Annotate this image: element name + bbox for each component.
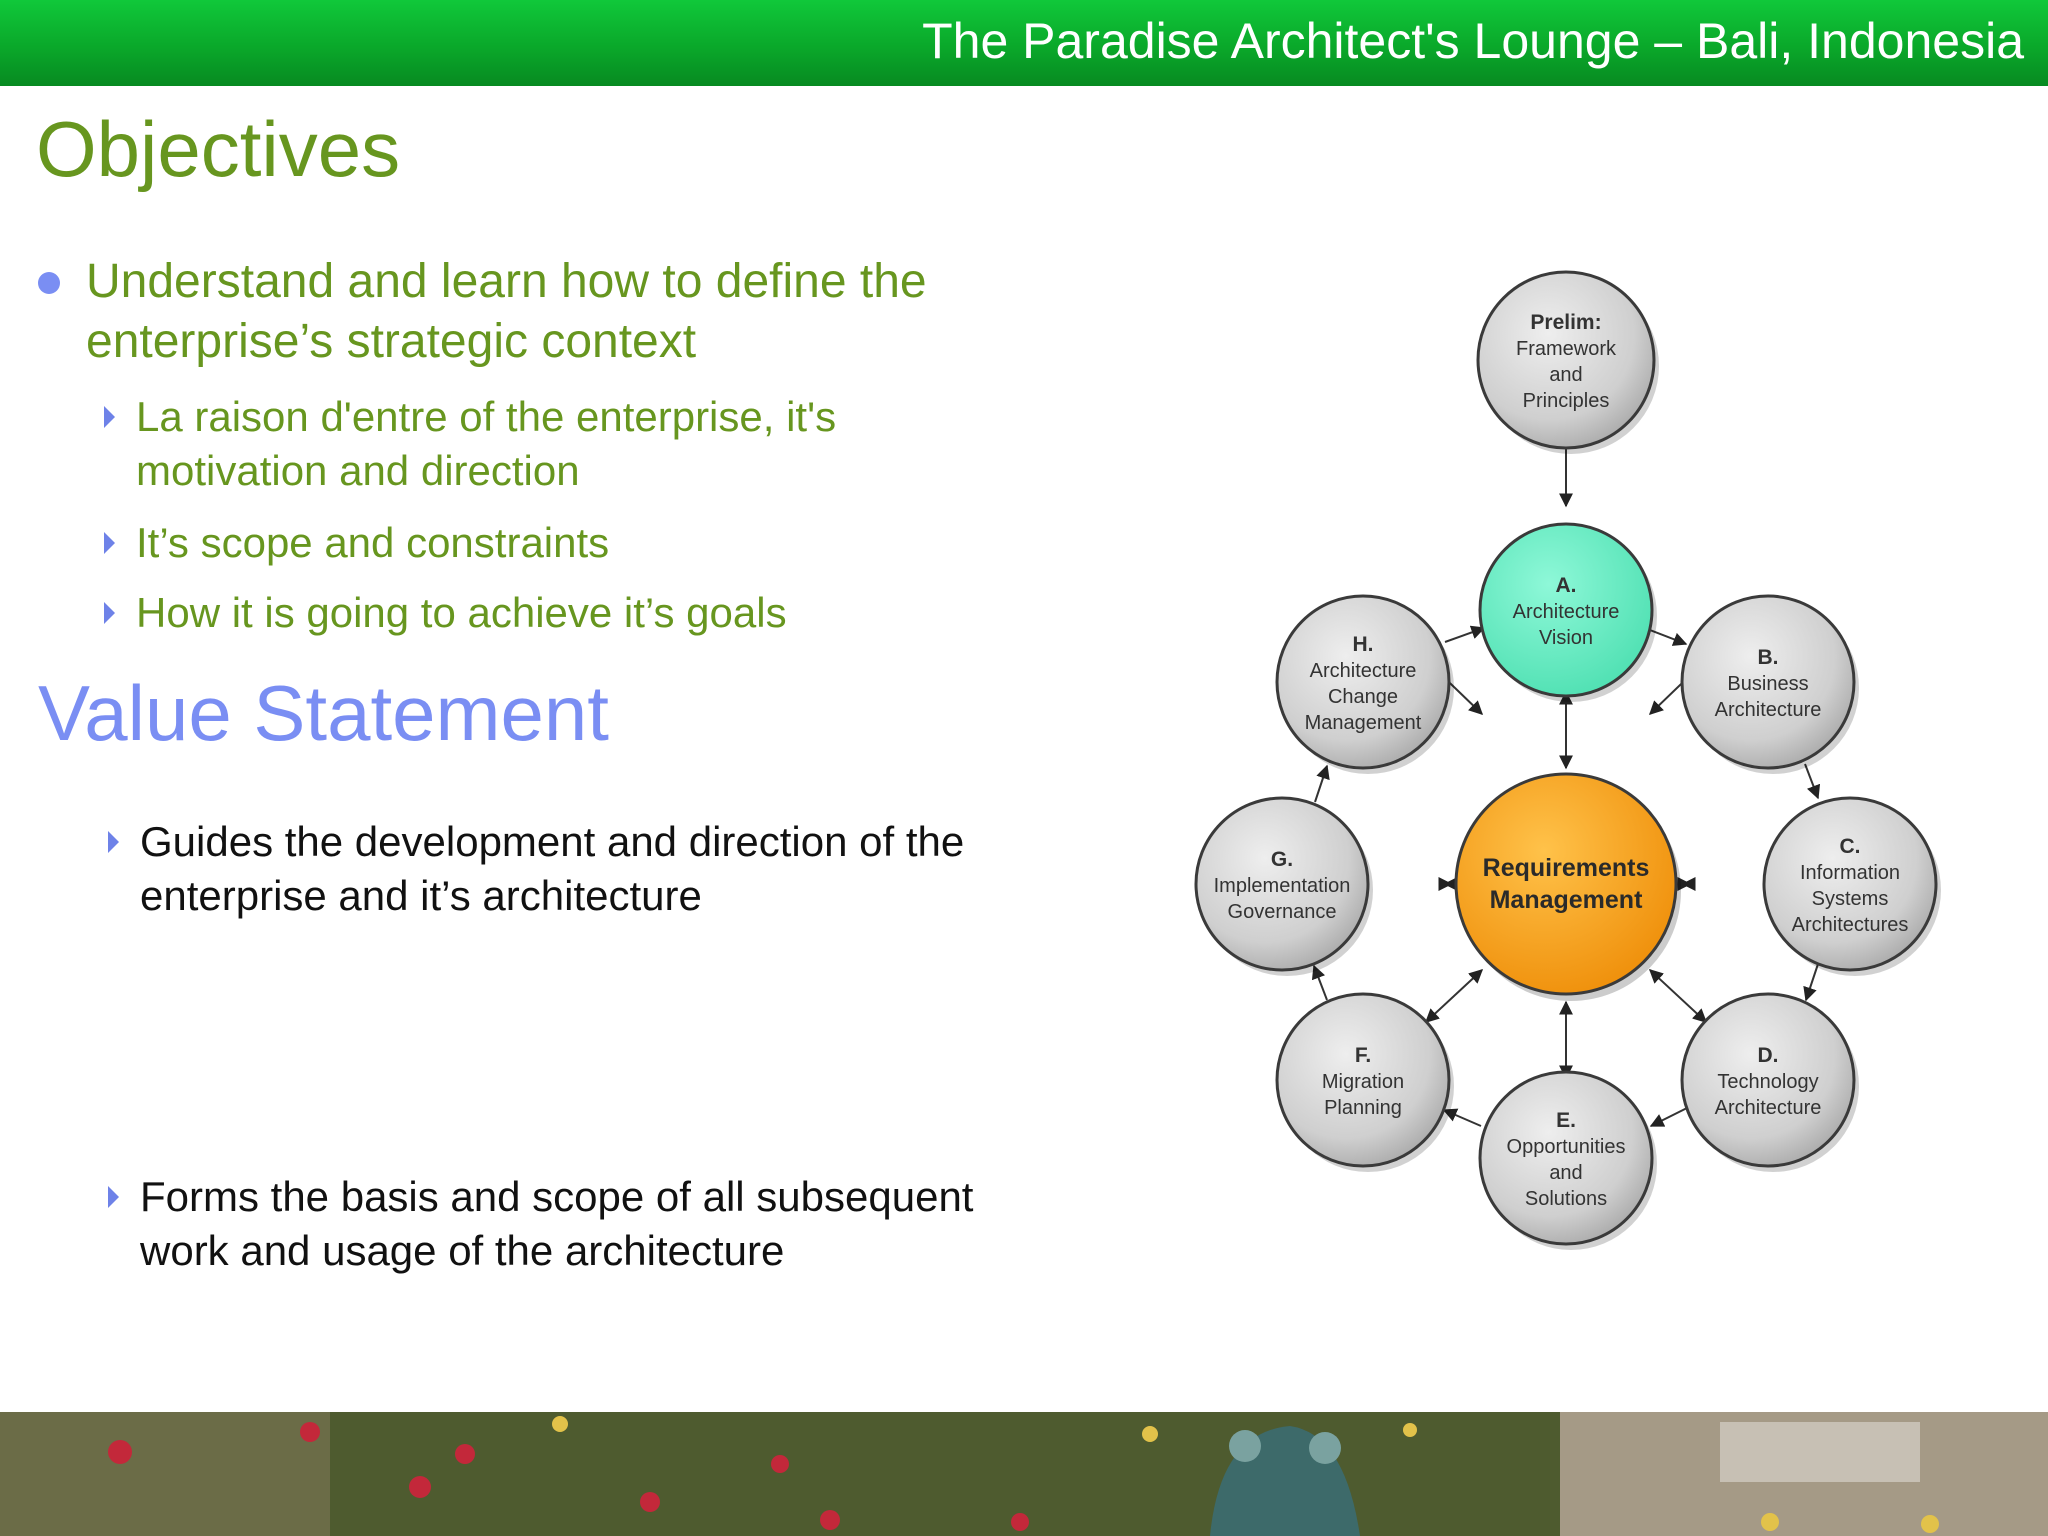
node-a-label: Vision — [1539, 627, 1593, 649]
node-e-label: E. — [1556, 1109, 1576, 1132]
objectives-heading: Objectives — [36, 105, 401, 193]
node-a-label: A. — [1556, 574, 1577, 597]
adm-cycle-diagram: Prelim:FrameworkandPrinciplesA.Architect… — [1194, 270, 1941, 1250]
triangle-bullet-icon — [104, 532, 115, 554]
triangle-bullet-icon — [104, 406, 115, 428]
triangle-bullet-icon — [108, 1186, 119, 1208]
node-c-label: Systems — [1812, 888, 1889, 910]
node-b-circle — [1680, 594, 1856, 770]
node-e-label: Solutions — [1525, 1188, 1607, 1210]
node-h-label: H. — [1353, 633, 1374, 656]
node-f-label: Planning — [1324, 1097, 1402, 1119]
bullet-dot — [38, 272, 60, 294]
node-d-label: Architecture — [1715, 1097, 1822, 1119]
triangle-bullet-icon — [104, 602, 115, 624]
node-h-label: Change — [1328, 686, 1398, 708]
node-g-label: Implementation — [1214, 875, 1351, 897]
node-d-circle — [1680, 992, 1856, 1168]
sub-1-line1: La raison d'entre of the enterprise, it'… — [136, 393, 837, 440]
node-e-label: and — [1549, 1162, 1582, 1184]
header-title: The Paradise Architect's Lounge – Bali, … — [922, 13, 2024, 69]
node-h-circle — [1275, 594, 1451, 770]
center-label: Management — [1490, 886, 1643, 914]
triangle-bullet-icon — [108, 831, 119, 853]
objectives-bullet: Understand and learn how to define the e… — [38, 252, 1058, 372]
arrow-a-to-b — [1649, 629, 1688, 646]
center-label: Requirements — [1483, 854, 1650, 882]
node-prelim-circle — [1476, 270, 1656, 450]
objectives-sub-1: La raison d'entre of the enterprise, it'… — [104, 390, 1004, 498]
value-item-2: Forms the basis and scope of all subsequ… — [108, 1170, 1088, 1278]
node-h-label: Architecture — [1310, 660, 1417, 682]
node-g-label: Governance — [1228, 901, 1337, 923]
node-e-label: Opportunities — [1507, 1136, 1626, 1158]
value-item-1-line2: enterprise and it’s architecture — [140, 872, 702, 919]
garden-photo-image — [0, 1412, 2048, 1536]
node-a-circle — [1478, 522, 1654, 698]
sub-2-line1: It’s scope and constraints — [136, 519, 610, 566]
arrow-h-to-a — [1444, 625, 1486, 643]
node-d-label: Technology — [1717, 1071, 1818, 1093]
node-prelim-label: and — [1549, 364, 1582, 386]
node-c-label: C. — [1840, 835, 1861, 858]
node-f-circle — [1275, 992, 1451, 1168]
node-prelim-label: Principles — [1523, 390, 1610, 412]
node-b-label: Business — [1727, 673, 1808, 695]
node-prelim-label: Prelim: — [1530, 311, 1601, 334]
value-item-2-line2: work and usage of the architecture — [140, 1227, 785, 1274]
node-b-label: Architecture — [1715, 699, 1822, 721]
arrow-d-center — [1648, 969, 1708, 1023]
arrow-c-to-d — [1803, 963, 1819, 1002]
node-c-label: Information — [1800, 862, 1900, 884]
node-c-label: Architectures — [1792, 914, 1909, 936]
arrow-d-to-e — [1649, 1107, 1688, 1127]
objectives-bullet-line1: Understand and learn how to define the — [86, 255, 927, 308]
node-d-label: D. — [1758, 1044, 1779, 1067]
value-item-1: Guides the development and direction of … — [108, 815, 1088, 923]
node-f-label: F. — [1355, 1044, 1371, 1067]
diagram-connectors — [1311, 442, 1821, 1127]
objectives-bullet-line2: enterprise’s strategic context — [86, 315, 697, 368]
arrow-b-to-c — [1804, 763, 1821, 800]
value-item-2-line1: Forms the basis and scope of all subsequ… — [140, 1173, 974, 1220]
center-circle — [1454, 772, 1678, 996]
node-h-label: Management — [1305, 712, 1422, 734]
arrow-g-to-h — [1314, 764, 1330, 803]
node-prelim-label: Framework — [1516, 338, 1617, 360]
objectives-sub-2: It’s scope and constraints — [104, 516, 1004, 570]
diagram-nodes: Prelim:FrameworkandPrinciplesA.Architect… — [1194, 270, 1941, 1250]
sub-3-line1: How it is going to achieve it’s goals — [136, 589, 787, 636]
node-e-circle — [1478, 1070, 1654, 1246]
node-b-label: B. — [1758, 646, 1779, 669]
sub-1-line2: motivation and direction — [136, 447, 580, 494]
objectives-sub-3: How it is going to achieve it’s goals — [104, 586, 1004, 640]
value-item-1-line1: Guides the development and direction of … — [140, 818, 965, 865]
header-bar: The Paradise Architect's Lounge – Bali, … — [0, 0, 2048, 86]
value-statement-heading: Value Statement — [38, 669, 609, 757]
arrow-f-to-g — [1311, 964, 1328, 1001]
node-g-circle — [1194, 796, 1370, 972]
arrow-e-to-f — [1442, 1108, 1482, 1127]
arrow-f-center — [1424, 969, 1484, 1023]
garden-photo-strip — [0, 1412, 2048, 1536]
node-f-label: Migration — [1322, 1071, 1404, 1093]
node-a-label: Architecture — [1513, 601, 1620, 623]
node-c-circle — [1762, 796, 1938, 972]
node-g-label: G. — [1271, 848, 1293, 871]
